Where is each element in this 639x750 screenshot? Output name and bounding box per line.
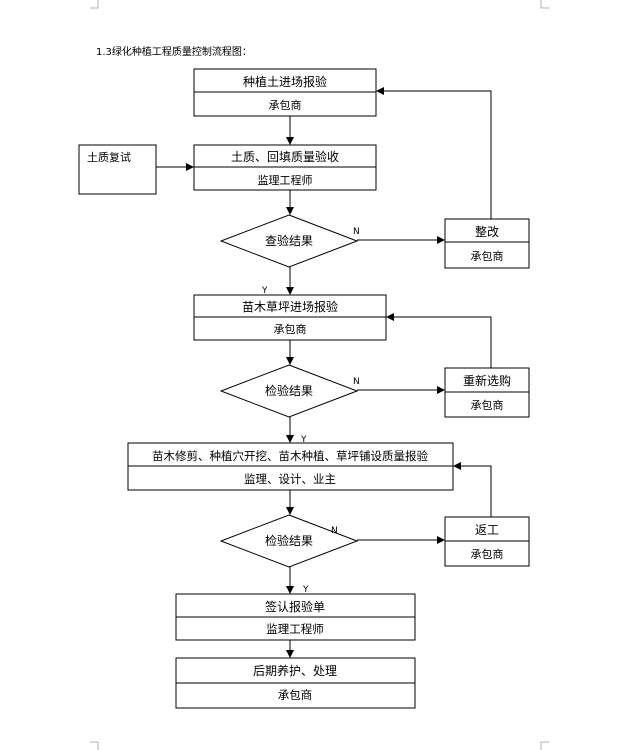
decision-inspection-result-2: 检验结果 — [219, 364, 359, 418]
maintenance-box: 后期养护、处理 承包商 — [175, 657, 416, 709]
rectify-title: 整改 — [475, 224, 499, 239]
page-corner-marks — [90, 0, 549, 750]
backfill-accept-box: 土质、回填质量验收 监理工程师 — [193, 144, 377, 191]
reselect-box: 重新选购 承包商 — [444, 367, 530, 418]
edge-label-n-2: N — [353, 377, 360, 387]
seedling-check-box: 苗木草坪进场报验 承包商 — [193, 294, 387, 341]
reselect-role: 承包商 — [471, 398, 504, 412]
edge-label-y-1: Y — [261, 286, 268, 296]
decision-2-label: 检验结果 — [265, 383, 313, 398]
page-title: 1.3绿化种植工程质量控制流程图： — [96, 45, 252, 58]
soil-check-box: 种植土进场报验 承包商 — [193, 68, 377, 117]
decision-1-label: 查验结果 — [265, 233, 313, 248]
rework-title: 返工 — [475, 523, 499, 537]
soil-retest-label: 土质复试 — [87, 150, 131, 164]
soil-check-role: 承包商 — [269, 98, 302, 112]
planting-report-title: 苗木修剪、种植穴开挖、苗木种植、草坪铺设质量报验 — [152, 449, 428, 463]
sign-report-title: 签认报验单 — [265, 599, 325, 614]
rectify-box: 整改 承包商 — [444, 218, 530, 269]
edge-label-n-1: N — [353, 227, 360, 237]
arrow-rework-back — [453, 462, 492, 517]
soil-check-title: 种植土进场报验 — [243, 74, 327, 89]
edge-label-y-3: Y — [302, 585, 309, 595]
arrow-reselect-back — [386, 313, 492, 368]
planting-report-role: 监理、设计、业主 — [244, 472, 336, 486]
rectify-role: 承包商 — [471, 249, 504, 263]
soil-retest-box: 土质复试 — [78, 144, 157, 195]
planting-report-box: 苗木修剪、种植穴开挖、苗木种植、草坪铺设质量报验 监理、设计、业主 — [127, 442, 454, 491]
seedling-check-title: 苗木草坪进场报验 — [242, 299, 338, 314]
maintenance-role: 承包商 — [278, 688, 313, 702]
sign-report-role: 监理工程师 — [266, 622, 324, 636]
decision-inspection-result-1: 查验结果 — [219, 214, 359, 268]
reselect-title: 重新选购 — [463, 373, 511, 388]
edge-label-y-2: Y — [300, 435, 307, 445]
edge-label-n-3: N — [331, 526, 338, 536]
rework-role: 承包商 — [471, 547, 504, 561]
decision-inspection-result-3: 检验结果 — [219, 514, 359, 568]
backfill-accept-title: 土质、回填质量验收 — [231, 149, 339, 164]
backfill-accept-role: 监理工程师 — [258, 174, 313, 187]
rework-box: 返工 承包商 — [444, 516, 530, 567]
connectors — [156, 87, 492, 658]
decision-3-label: 检验结果 — [265, 533, 313, 548]
maintenance-title: 后期养护、处理 — [253, 663, 337, 678]
seedling-check-role: 承包商 — [274, 322, 307, 336]
sign-report-box: 签认报验单 监理工程师 — [175, 593, 416, 641]
arrow-rectify-back — [376, 87, 492, 219]
